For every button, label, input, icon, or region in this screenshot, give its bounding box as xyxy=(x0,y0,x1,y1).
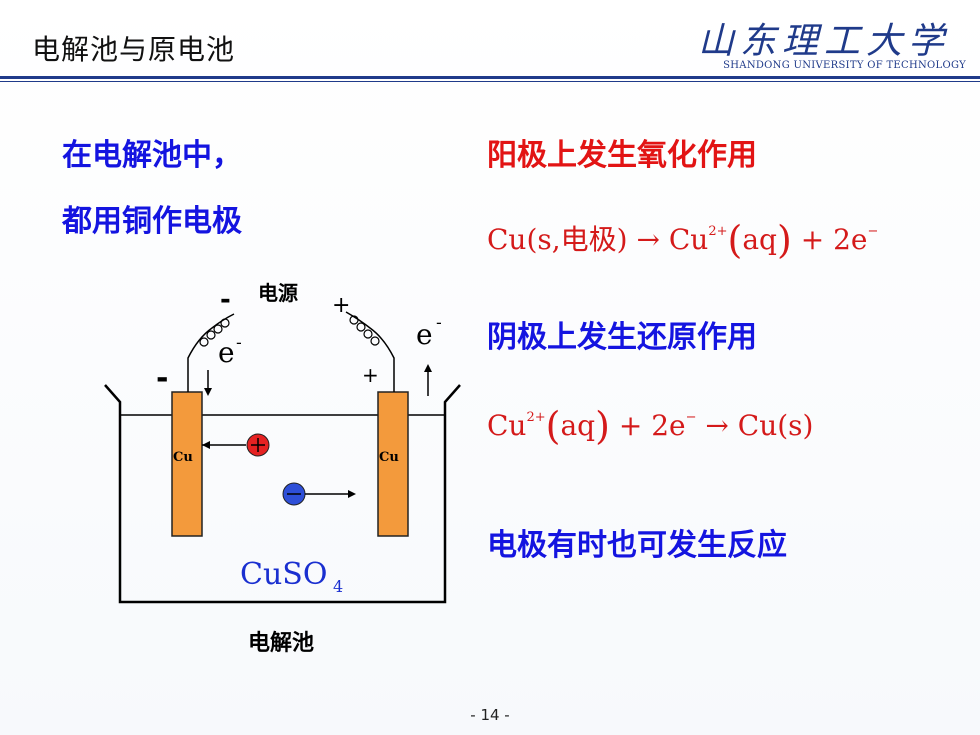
anode-eq-aq: aq xyxy=(742,223,777,256)
anode-eq-cu: Cu xyxy=(668,223,709,256)
intro-line-1: 在电解池中， xyxy=(62,138,242,173)
left-wire-coil xyxy=(199,318,230,347)
intro-line-2: 都用铜作电极 xyxy=(62,204,242,239)
cathode-eq-electrons: 2e xyxy=(651,409,686,442)
cation-arrowhead xyxy=(202,441,210,449)
power-positive-sign: + xyxy=(332,293,350,318)
header-divider xyxy=(0,76,980,79)
electrode-negative-sign: - xyxy=(156,361,168,396)
cathode-eq-electron-charge: − xyxy=(685,410,697,425)
anode-eq-charge: 2+ xyxy=(708,224,728,239)
right-wire-coil xyxy=(349,315,380,346)
electrolytic-cell-diagram: Cu Cu - 电源 + - + e - e - CuSO 4 电解池 xyxy=(104,281,461,656)
beaker xyxy=(104,384,461,604)
header-divider-thin xyxy=(0,81,980,82)
solution-subscript: 4 xyxy=(333,577,343,596)
cathode-eq-cu: Cu xyxy=(487,409,527,442)
page-number: - 14 - xyxy=(470,706,510,724)
power-source-label: 电源 xyxy=(258,281,298,305)
right-electron-symbol: e xyxy=(416,318,433,351)
right-electron-arrowhead xyxy=(424,364,432,372)
university-logo: 山东理工大学 xyxy=(697,21,950,62)
left-copper-electrode xyxy=(171,391,203,537)
anode-eq-arrow: → xyxy=(636,223,660,256)
left-wire xyxy=(187,313,235,392)
left-electrode-label: Cu xyxy=(173,450,193,465)
cathode-eq-charge: 2+ xyxy=(526,410,546,425)
anode-eq-electrons: 2e xyxy=(833,223,868,256)
cathode-eq-plus: + xyxy=(618,409,643,442)
anode-eq-electron-charge: − xyxy=(867,224,879,239)
anion-arrowhead xyxy=(348,490,356,498)
university-logo-english: SHANDONG UNIVERSITY OF TECHNOLOGY xyxy=(723,60,966,71)
left-electron-charge: - xyxy=(236,333,242,352)
slide-title: 电解池与原电池 xyxy=(32,33,236,66)
anode-eq-lhs: Cu(s,电极) xyxy=(487,223,628,256)
electrode-positive-sign: + xyxy=(362,363,379,387)
left-electron-symbol: e xyxy=(218,336,235,369)
anode-title: 阳极上发生氧化作用 xyxy=(487,138,757,173)
cathode-eq-rhs: Cu(s) xyxy=(737,409,814,442)
right-copper-electrode xyxy=(377,391,409,537)
solution-label: CuSO xyxy=(240,557,327,592)
side-reaction-note: 电极有时也可发生反应 xyxy=(487,528,787,563)
cathode-title: 阴极上发生还原作用 xyxy=(487,320,757,355)
anode-eq-plus: + xyxy=(800,223,825,256)
right-electrode-label: Cu xyxy=(379,450,399,465)
right-electron-charge: - xyxy=(436,313,442,332)
right-wire xyxy=(345,311,395,392)
cathode-eq-arrow: → xyxy=(705,409,729,442)
diagram-caption: 电解池 xyxy=(248,630,314,656)
cathode-equation: Cu2+(aq) + 2e− → Cu(s) xyxy=(487,404,814,448)
anode-equation: Cu(s,电极) → Cu2+(aq) + 2e− xyxy=(487,218,879,262)
left-electron-arrowhead xyxy=(204,388,212,396)
cathode-eq-aq: aq xyxy=(560,409,596,442)
power-negative-sign: - xyxy=(220,285,231,315)
